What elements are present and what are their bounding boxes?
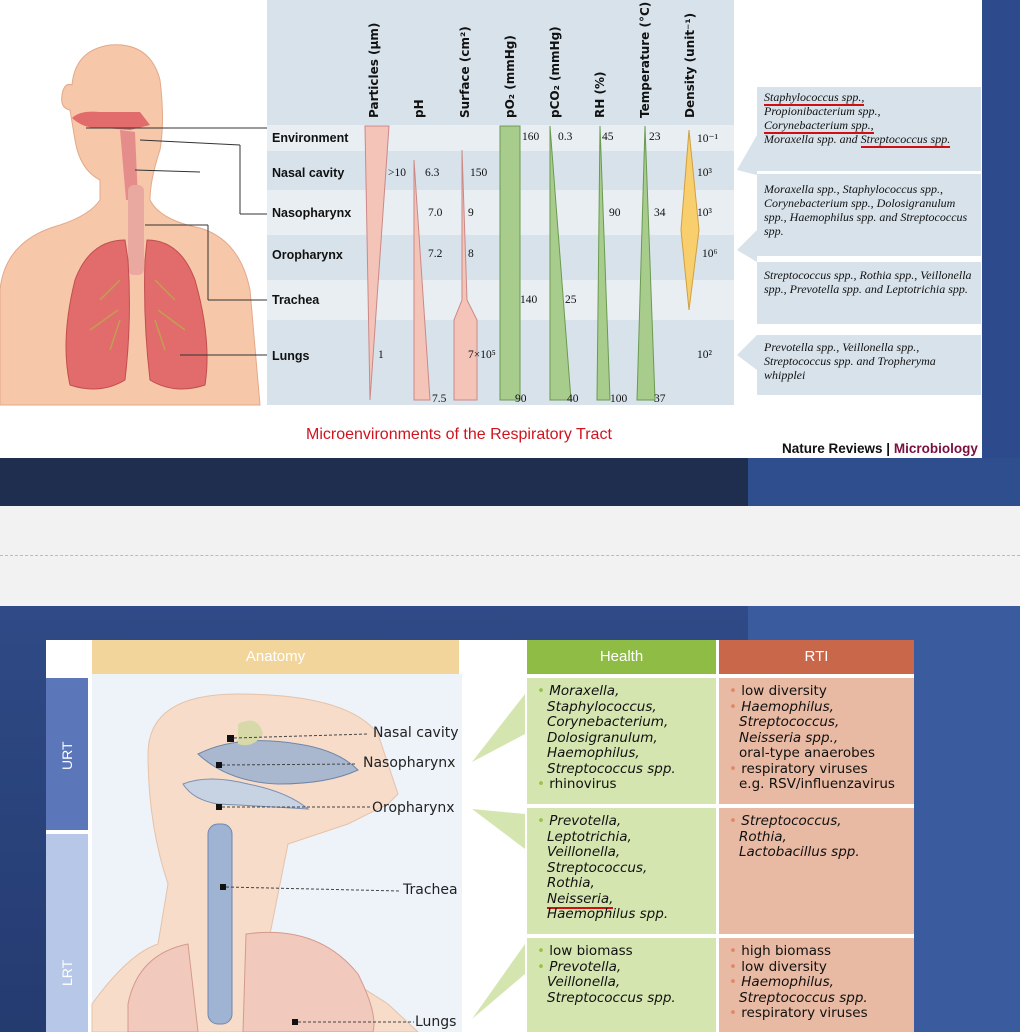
value: 10⁻¹	[697, 133, 719, 145]
wedge-pointers	[472, 694, 525, 1019]
gradient-shapes	[364, 125, 700, 401]
value: 7.0	[428, 207, 443, 219]
row-trachea: Trachea	[272, 293, 320, 307]
value: 100	[610, 393, 628, 405]
value: 160	[522, 131, 540, 143]
value: 10³	[697, 207, 712, 219]
header-rti: RTI	[719, 640, 914, 674]
header-ph: pH	[412, 99, 426, 118]
organisms-lungs: Prevotella spp., Veillonella spp., Strep…	[757, 335, 981, 395]
value: 40	[567, 393, 579, 405]
header-surface: Surface (cm²)	[458, 26, 472, 118]
value: 10²	[697, 349, 712, 361]
value: 140	[520, 294, 538, 306]
value: 25	[565, 294, 577, 306]
value: 6.3	[425, 167, 440, 179]
health-rti-figure: Anatomy Health RTI URT LRT Nasal cavity …	[46, 640, 914, 1032]
value: 150	[470, 167, 488, 179]
slide-edge-band	[982, 0, 1020, 458]
anat-label-oropharynx: Oropharynx	[372, 800, 455, 816]
value: 10⁶	[702, 248, 718, 260]
anat-label-nasopharynx: Nasopharynx	[363, 755, 456, 771]
health-cell-oropharynx: Prevotella,Leptotrichia,Veillonella,Stre…	[527, 808, 716, 934]
header-particles: Particles (μm)	[367, 22, 381, 118]
health-cell-lungs: low biomass Prevotella,Veillonella,Strep…	[527, 938, 716, 1032]
row-nasopharynx: Nasopharynx	[272, 206, 352, 220]
value: 0.3	[558, 131, 573, 143]
value: 9	[468, 207, 474, 219]
slide-gap	[0, 506, 1020, 606]
slide-footer-band	[0, 458, 1020, 506]
value: 90	[515, 393, 527, 405]
value: 23	[649, 131, 661, 143]
value: 37	[654, 393, 666, 405]
human-respiratory-illustration	[0, 44, 267, 406]
organisms-nasopharynx: Moraxella spp., Staphylococcus spp., Cor…	[757, 174, 981, 256]
value: 90	[609, 207, 621, 219]
anat-label-lungs: Lungs	[415, 1014, 457, 1030]
header-anatomy: Anatomy	[92, 640, 459, 674]
organisms-environment: Staphylococcus spp., Propionibacterium s…	[757, 87, 981, 171]
value: 7×10⁵	[468, 349, 496, 361]
urt-band: URT	[46, 678, 88, 830]
health-cell-urt: Moraxella,Staphylococcus,Corynebacterium…	[527, 678, 716, 804]
row-nasal-cavity: Nasal cavity	[272, 166, 345, 180]
header-po2: pO₂ (mmHg)	[503, 35, 517, 118]
header-pco2: pCO₂ (mmHg)	[548, 26, 562, 118]
rti-cell-urt: low diversity Haemophilus,Streptococcus,…	[719, 678, 914, 804]
figure-caption: Microenvironments of the Respiratory Tra…	[306, 426, 612, 443]
lrt-band: LRT	[46, 834, 88, 1032]
journal-credit: Nature Reviews | Microbiology	[782, 441, 978, 456]
header-temperature: Temperature (°C)	[638, 1, 652, 118]
value: 10³	[697, 167, 712, 179]
organisms-oropharynx: Streptococcus spp., Rothia spp., Veillon…	[757, 262, 981, 324]
header-density: Density (unit⁻¹)	[683, 12, 697, 118]
rti-cell-lungs: high biomass low diversity Haemophilus,S…	[719, 938, 914, 1032]
anat-label-nasal-cavity: Nasal cavity	[373, 725, 459, 741]
row-oropharynx: Oropharynx	[272, 248, 343, 262]
rti-cell-oropharynx: Streptococcus,Rothia,Lactobacillus spp.	[719, 808, 914, 934]
value: 34	[654, 207, 666, 219]
bracket-pointers	[737, 135, 757, 370]
row-lungs: Lungs	[272, 349, 310, 363]
value: 7.5	[432, 393, 447, 405]
value: 45	[602, 131, 614, 143]
slide-separator	[0, 555, 1020, 556]
value: >10	[388, 167, 406, 179]
anatomy-illustration	[91, 674, 462, 1032]
microenvironment-figure: Particles (μm) pH Surface (cm²) pO₂ (mmH…	[0, 0, 982, 458]
value: 8	[468, 248, 474, 260]
header-rh: RH (%)	[593, 71, 607, 118]
header-health: Health	[527, 640, 716, 674]
row-environment: Environment	[272, 131, 349, 145]
anat-label-trachea: Trachea	[403, 882, 458, 898]
value: 7.2	[428, 248, 443, 260]
value: 1	[378, 349, 384, 361]
